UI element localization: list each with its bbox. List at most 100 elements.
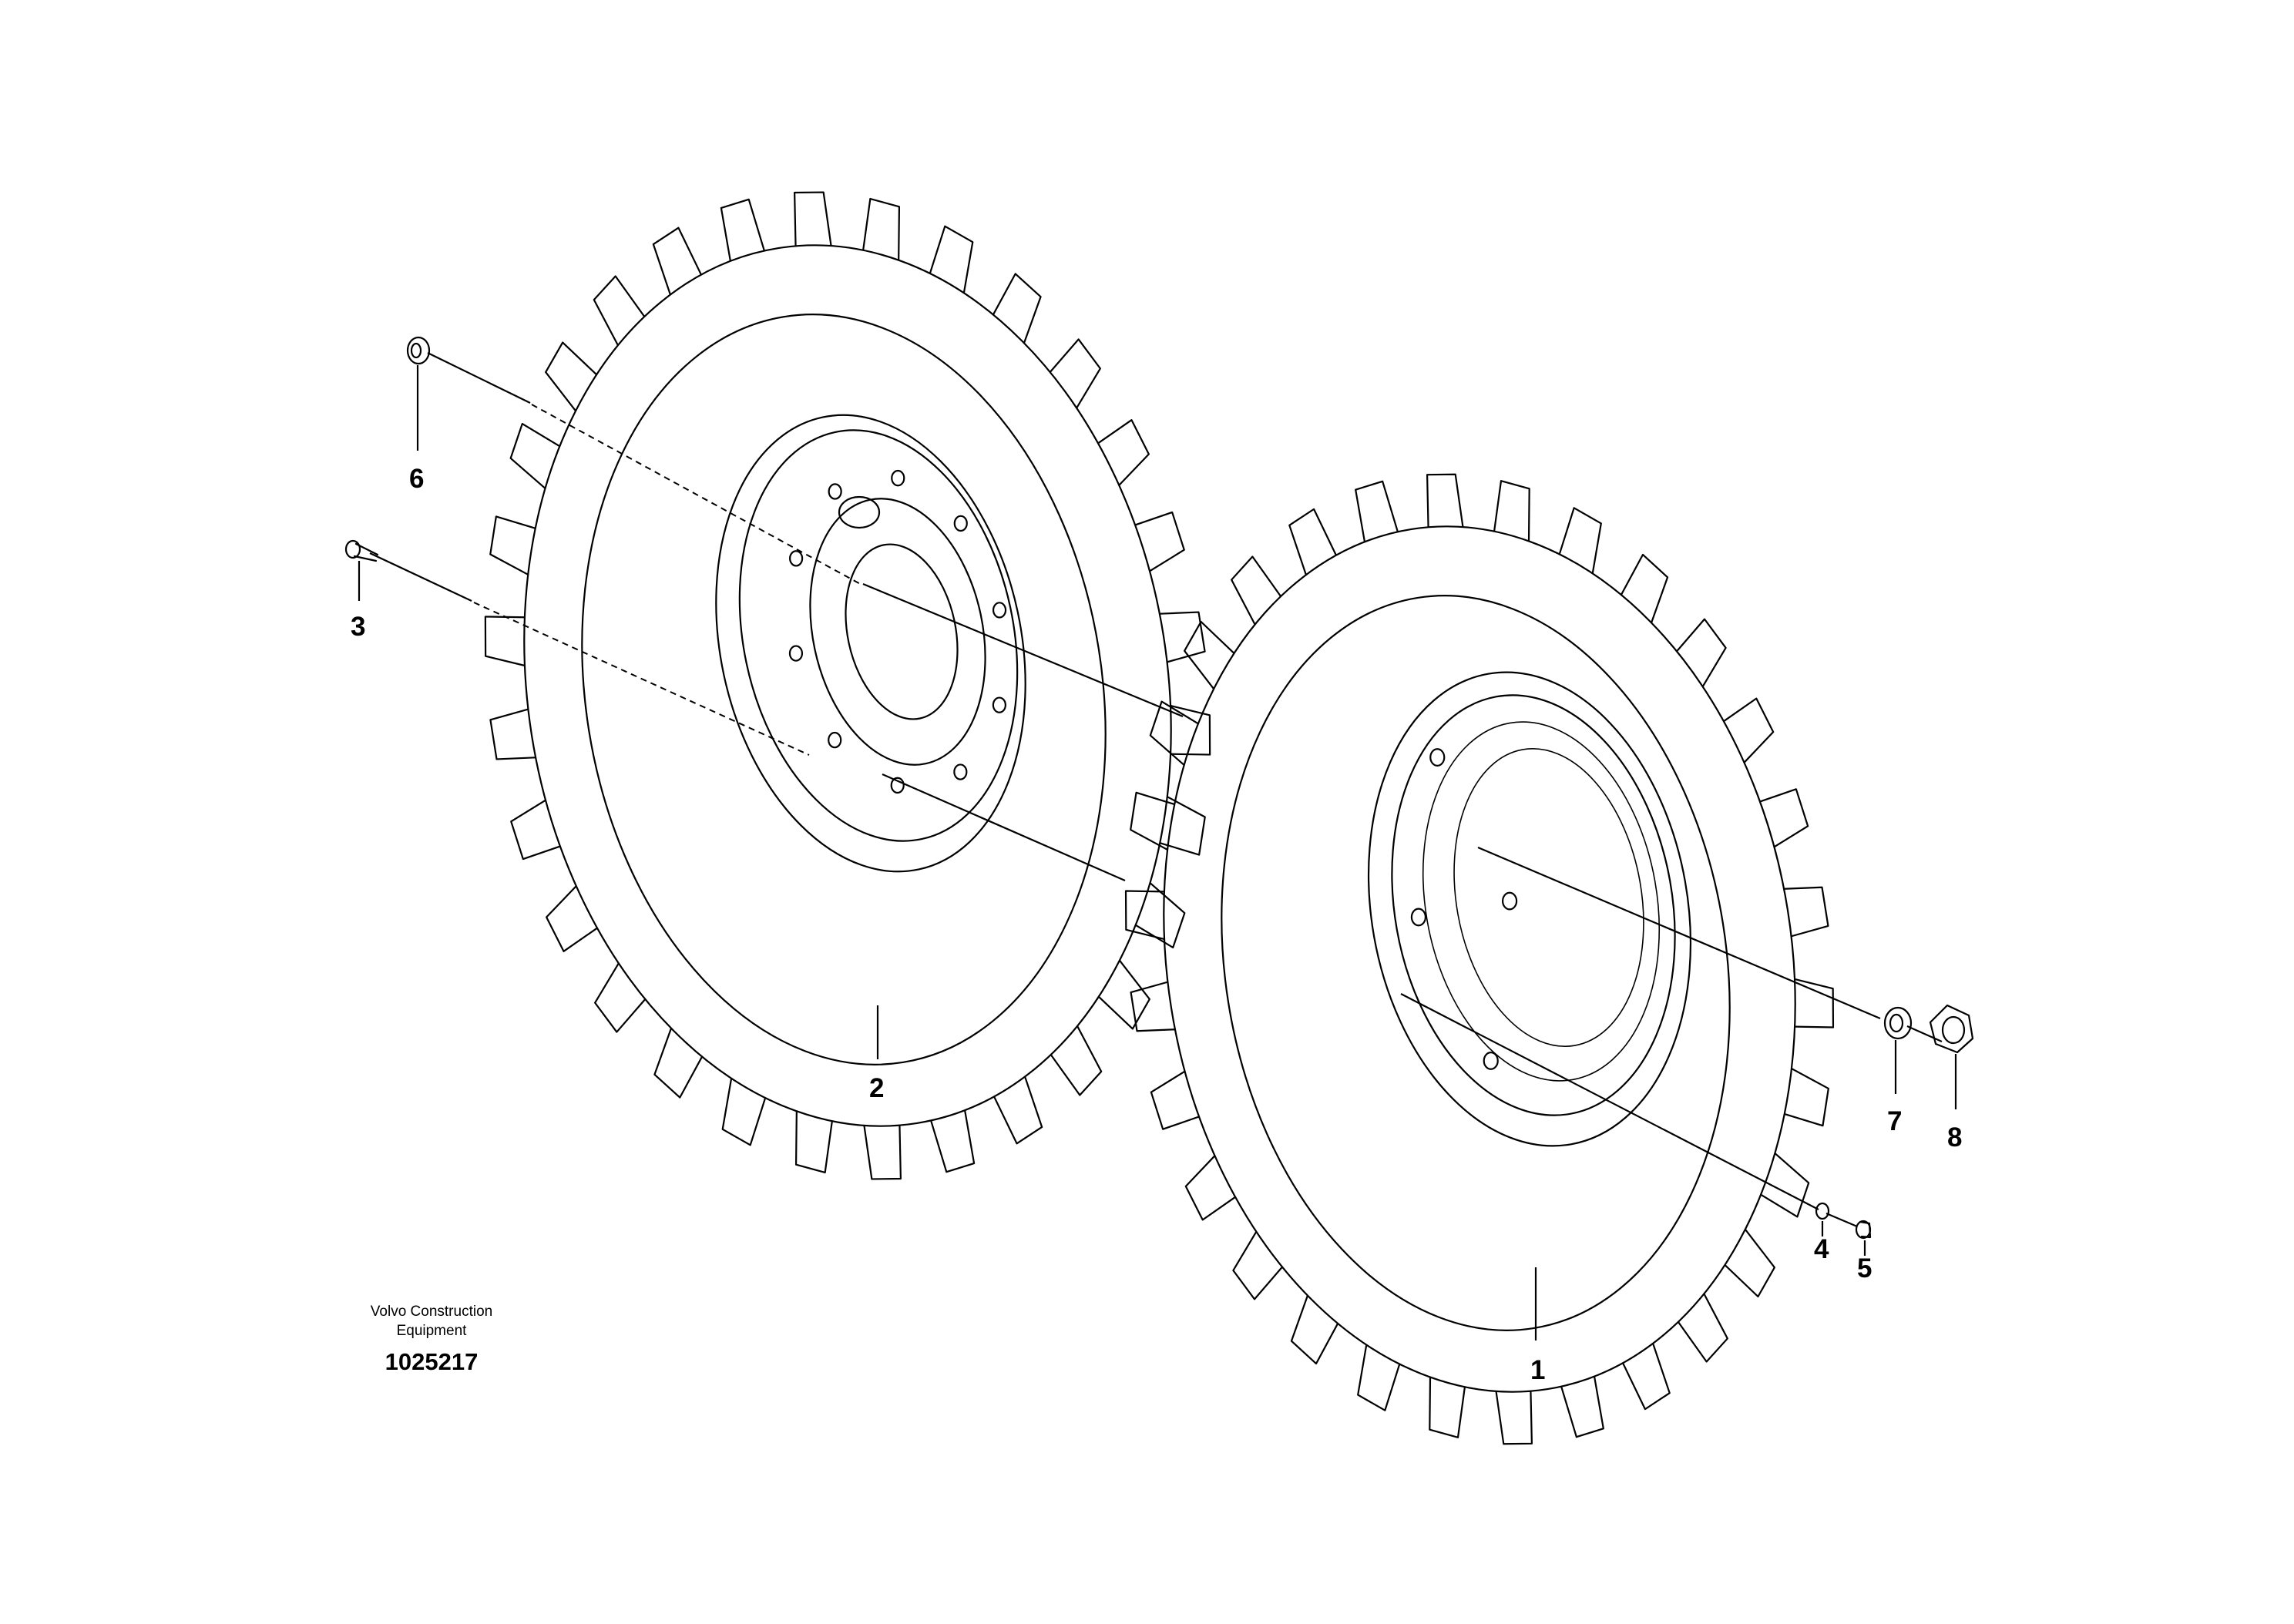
tread-lug [510,799,561,861]
tread-lug [1794,978,1835,1028]
figure-number: 1025217 [385,1348,479,1375]
tread-lug [1784,1068,1829,1127]
tread-lug [794,1111,833,1174]
callout-3: 3 [351,612,365,642]
tread-lug [1288,508,1337,575]
tread-lug [1724,1229,1775,1298]
tread-lug [794,191,832,247]
tread-lug [1493,480,1530,542]
tread-lug [509,422,560,489]
tread-lug [1290,1295,1338,1365]
bolt-holes-1 [1410,748,1518,1070]
tread-lug [1097,419,1150,486]
callout-lines [358,365,1957,1340]
bolt-hole [1429,748,1446,767]
washer-4 [1815,1202,1830,1220]
tread-lug [1355,480,1399,542]
tread-lug [1130,791,1175,851]
bolt-hole [992,696,1006,713]
tread-lug [593,275,645,346]
tread-lug [489,708,536,760]
tread-lug [1232,1231,1283,1300]
washer-7 [1883,1006,1913,1040]
tread-lug [992,273,1042,344]
tread-lug [594,962,647,1033]
tread-lug [1170,705,1211,756]
tread-lug [653,1028,703,1099]
tread-lug [1426,473,1464,528]
callout-6: 6 [409,464,424,494]
bolt-hole [789,550,804,567]
tread-lug [1560,1376,1604,1438]
tread-lug [546,885,598,952]
callout-5: 5 [1857,1253,1872,1283]
tread-lug [1159,611,1206,663]
callout-4: 4 [1814,1234,1829,1264]
valve-hole-2 [838,495,881,529]
tread-lug [929,225,974,294]
callout-8: 8 [1947,1122,1962,1153]
tire-tread-2 [484,191,1211,1180]
callout-2: 2 [869,1073,884,1103]
tread-lug [863,1125,902,1180]
bolt-hole [891,469,905,487]
tread-lug [1676,618,1727,687]
tread-lug [720,198,765,262]
washer-6 [406,336,431,365]
bolt-hole [1410,908,1427,927]
tire-tread-1 [1124,473,1835,1445]
callout-7: 7 [1887,1106,1902,1136]
rim-2 [715,414,1026,873]
tread-lug [1759,788,1809,848]
nut-8 [1929,1004,1974,1054]
tread-lug [1783,886,1829,938]
tread-lug [1760,1153,1810,1218]
tread-lug [1149,700,1199,766]
tread-lug [993,1076,1043,1145]
wheel-1 [1124,473,1835,1445]
tread-lug [862,197,901,260]
tread-lug [1159,796,1206,856]
tread-lug [652,226,702,295]
tread-lug [489,515,536,575]
tread-lug [1124,890,1165,940]
tread-lug [930,1109,976,1173]
wheel-2 [484,191,1211,1180]
tread-lug [1558,507,1602,574]
tread-lug [1621,553,1669,623]
bolt-hole [828,731,842,749]
bolt-hole [953,763,968,780]
rim-1 [1367,671,1692,1147]
tread-lug [1723,697,1775,763]
hub-2 [809,498,986,766]
tread-lug [545,341,597,411]
tread-lug [1622,1343,1671,1411]
tread-lug [721,1078,767,1146]
tread-lug [1495,1391,1533,1445]
bolt-hole [828,483,842,500]
callout-1: 1 [1530,1355,1545,1385]
bolt-hole [953,515,968,532]
tread-lug [1098,960,1150,1030]
bolt-hole [1501,891,1518,911]
tread-lug [1184,1155,1236,1221]
tread-lug [1134,511,1185,572]
bolt-hole [890,777,905,794]
bolt-hole [788,645,804,662]
tread-lug [1050,1025,1103,1096]
tread-lug [1429,1377,1466,1438]
tread-lug [1130,981,1176,1032]
plug-5 [1855,1220,1872,1240]
footer-company-line1: Volvo Construction [371,1304,492,1320]
tread-lug [1184,620,1235,690]
screw-3 [344,539,379,562]
footer-company-line2: Equipment [397,1323,468,1339]
tread-lug [1231,555,1281,626]
bolt-hole [1483,1052,1499,1070]
tread-lug [1049,338,1101,409]
tread-lug [484,616,526,666]
tread-lug [1150,1070,1200,1130]
assembly-lines [369,352,1943,1228]
tread-lug [1678,1293,1728,1363]
